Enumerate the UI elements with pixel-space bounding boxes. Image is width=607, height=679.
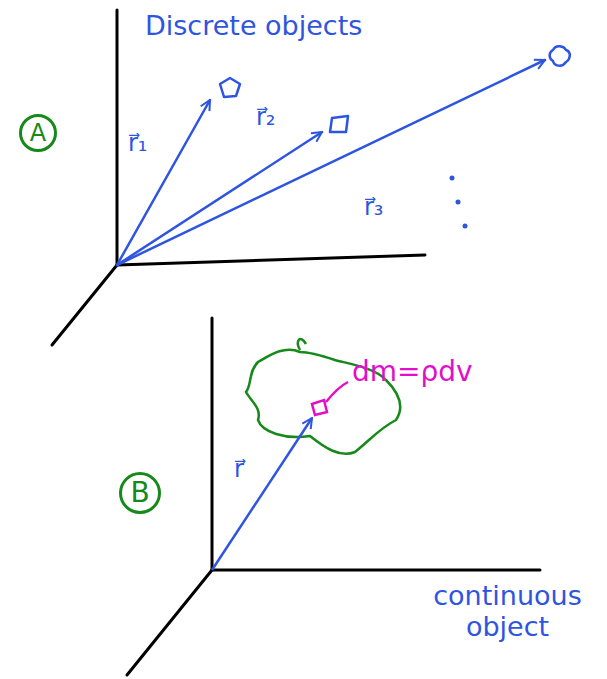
vector-label-box: r⃗ [234,456,244,484]
caption-note-box: continuous object [420,580,595,642]
ellipsis-dots [450,176,468,229]
position-vector [212,418,312,570]
vector-label: r⃗ [234,456,244,484]
position-vectors [117,60,545,265]
mass-element-label: dm=ρdv [352,356,473,388]
node-text: B [130,479,149,507]
heading-box: Discrete objects [145,10,362,41]
axes [52,10,425,345]
vector-label: r⃗₂ [256,104,276,132]
heading: Discrete objects [145,10,362,41]
vector-label-box: r⃗₁ [128,130,148,158]
circled-letter: B [119,472,161,514]
vector-label: r⃗₃ [364,194,384,222]
mass-element-label-box: dm=ρdv [352,356,473,388]
node-text: A [30,121,46,145]
caption-note: continuous object [420,580,595,642]
vector-label: r⃗₁ [128,130,148,158]
discrete-object [220,46,570,132]
circled-letter: A [19,114,57,152]
vector-label-box: r⃗₂ [256,104,276,132]
mass-element [312,382,348,415]
vector-label-box: r⃗₃ [364,194,384,222]
